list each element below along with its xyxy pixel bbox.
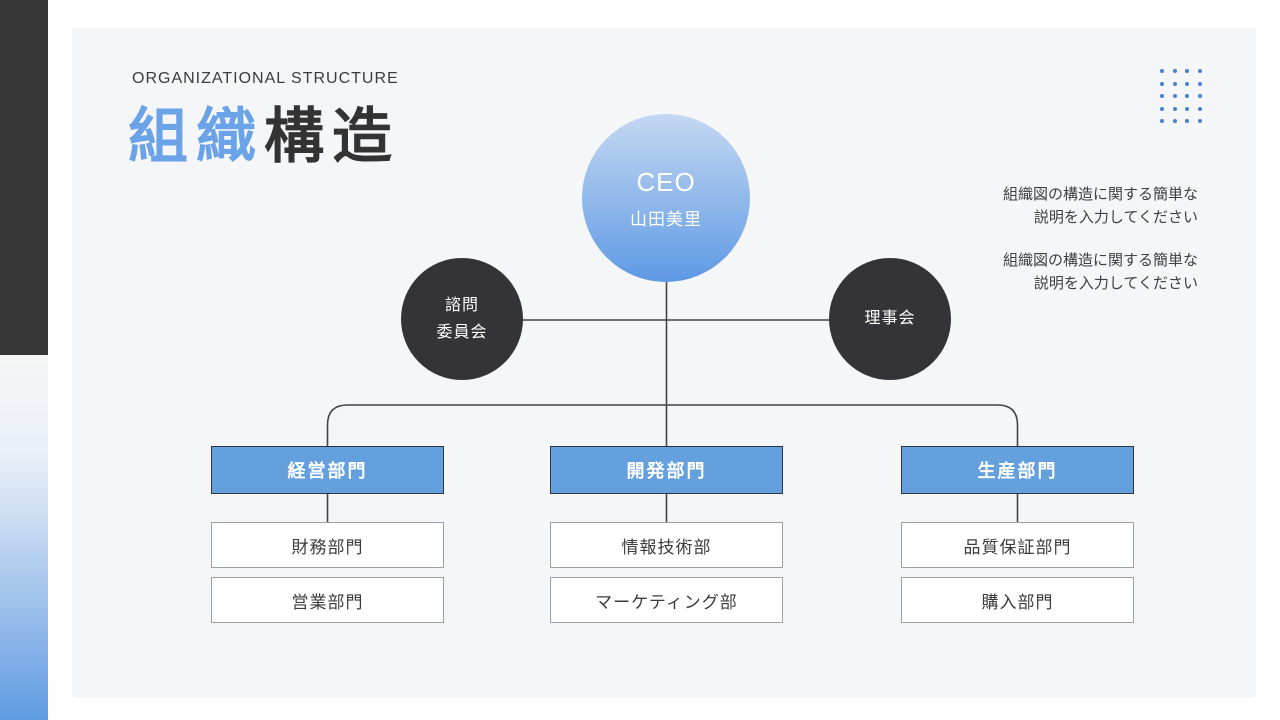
- note-placeholder[interactable]: 組織図の構造に関する簡単な説明を入力してください: [1002, 251, 1198, 292]
- node-sub-sales[interactable]: 営業部門: [211, 577, 444, 623]
- left-strip-dark: [0, 0, 48, 355]
- node-sub-finance[interactable]: 財務部門: [211, 522, 444, 568]
- node-dept-production[interactable]: 生産部門: [901, 446, 1134, 494]
- advisory-label-line1: 諮問: [444, 296, 479, 314]
- ceo-name: 山田美里: [630, 209, 702, 229]
- node-ceo[interactable]: CEO 山田美里: [582, 114, 750, 282]
- node-sub-marketing[interactable]: マーケティング部: [550, 577, 783, 623]
- node-sub-it[interactable]: 情報技術部: [550, 522, 783, 568]
- board-label: 理事会: [864, 310, 916, 328]
- advisory-label-line2: 委員会: [436, 324, 488, 341]
- node-sub-purchasing[interactable]: 購入部門: [901, 577, 1134, 623]
- node-board-of-directors[interactable]: 理事会: [829, 258, 951, 380]
- node-sub-quality-assurance[interactable]: 品質保証部門: [901, 522, 1134, 568]
- side-notes: 組織図の構造に関する簡単な説明を入力してください 組織図の構造に関する簡単な説明…: [1003, 183, 1198, 314]
- node-advisory-committee[interactable]: 諮問 委員会: [401, 258, 523, 380]
- left-strip-gradient: [0, 355, 48, 720]
- note-placeholder[interactable]: 組織図の構造に関する簡単な説明を入力してください: [1002, 186, 1198, 227]
- slide: ORGANIZATIONAL STRUCTURE 組織構造 組織図の構造に関する…: [72, 28, 1256, 698]
- node-dept-development[interactable]: 開発部門: [550, 446, 783, 494]
- page-title[interactable]: 組織構造: [128, 104, 400, 170]
- page-title-accent: 組織: [128, 103, 264, 170]
- ceo-title: CEO: [636, 166, 696, 197]
- eyebrow-label[interactable]: ORGANIZATIONAL STRUCTURE: [132, 70, 399, 87]
- dots-grid-icon: [1160, 69, 1202, 123]
- page-title-rest: 構造: [264, 103, 400, 170]
- node-dept-management[interactable]: 経営部門: [211, 446, 444, 494]
